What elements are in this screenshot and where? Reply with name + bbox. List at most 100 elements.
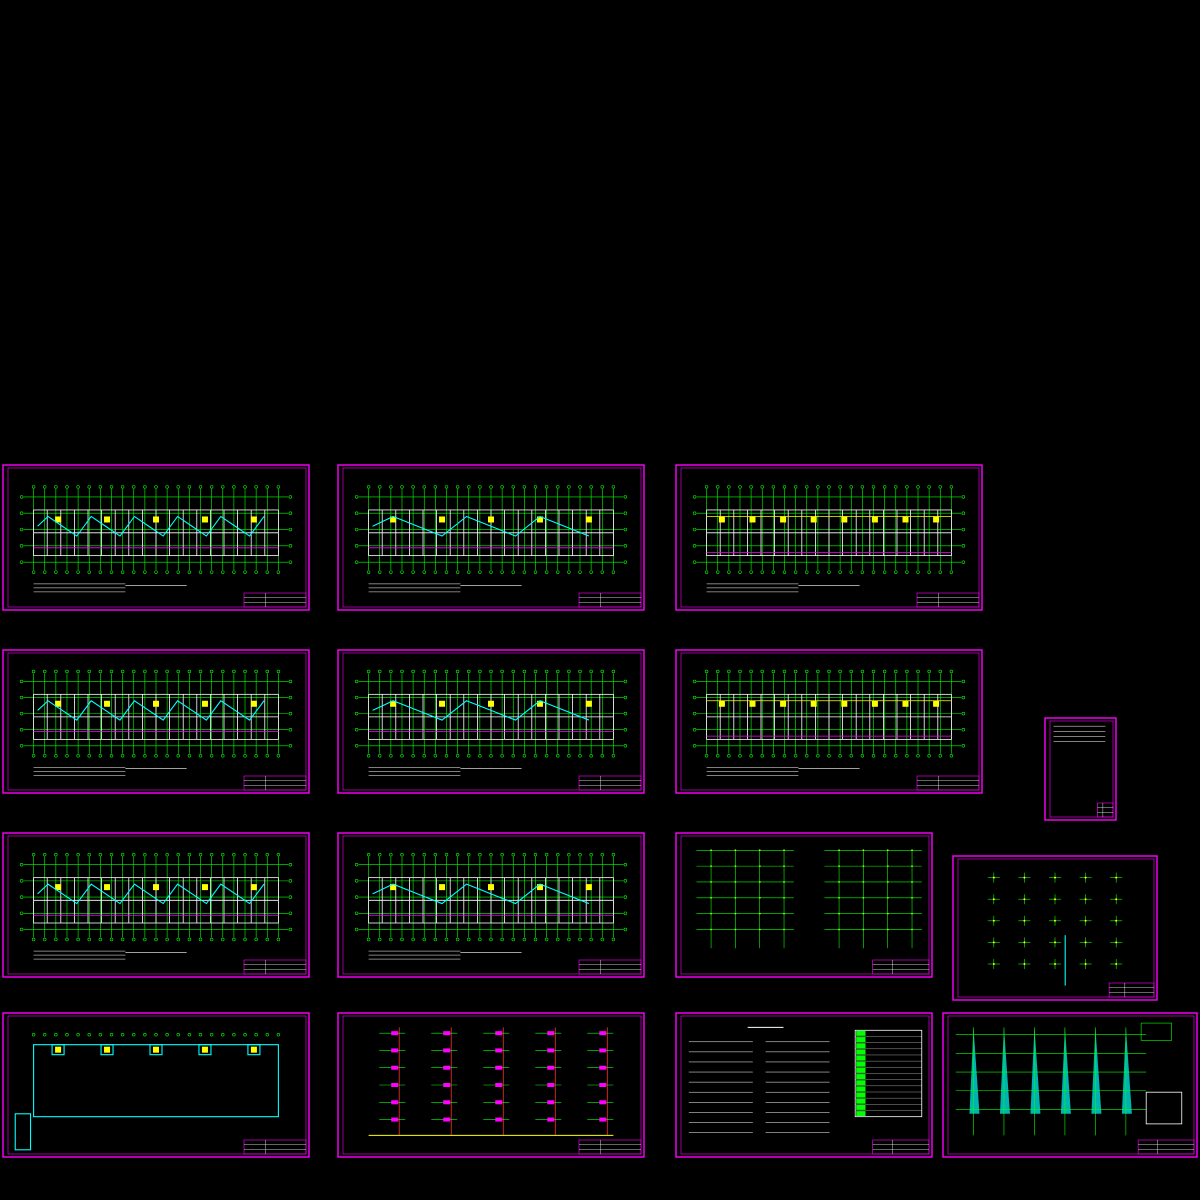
plumbing-fixture <box>749 516 756 523</box>
plumbing-fixture <box>250 884 257 891</box>
plumbing-fixture <box>841 516 848 523</box>
drawing-sheet-s10[interactable] <box>675 832 933 978</box>
pipe-run <box>37 515 265 537</box>
title-block <box>578 959 642 975</box>
pipe-run <box>37 883 265 905</box>
sheet-inner-border <box>680 652 980 791</box>
pipe-run <box>37 700 265 721</box>
plumbing-fixture <box>439 516 446 523</box>
plumbing-fixture <box>488 700 494 707</box>
sheet-inner-border <box>1049 720 1114 818</box>
sheet-border <box>675 649 983 794</box>
sheet-border <box>2 832 310 978</box>
plumbing-fixture <box>749 700 756 707</box>
sheet-border <box>337 464 645 611</box>
title-block <box>243 592 307 608</box>
title-block <box>578 592 642 608</box>
plumbing-fixture <box>104 516 111 523</box>
sheet-inner-border <box>7 835 307 975</box>
plumbing-fixture <box>153 884 159 891</box>
drawing-sheet-s4[interactable] <box>2 649 310 794</box>
title-block <box>243 959 307 975</box>
sheet-border <box>675 464 983 611</box>
title-block <box>1137 1139 1195 1155</box>
plumbing-fixture <box>871 516 878 523</box>
drawing-sheet-s12[interactable] <box>2 1012 310 1158</box>
title-block <box>1097 802 1114 818</box>
plumbing-fixture <box>810 700 817 707</box>
sheet-border <box>2 649 310 794</box>
sheet-border <box>675 832 933 978</box>
sheet-border <box>2 1012 310 1158</box>
plumbing-fixture <box>104 700 111 707</box>
pipe-run <box>372 515 590 537</box>
plumbing-fixture <box>153 516 159 523</box>
plumbing-fixture <box>439 700 446 707</box>
title-block <box>872 1139 930 1155</box>
plumbing-fixture <box>55 884 62 891</box>
sheet-border <box>2 464 310 611</box>
sheet-inner-border <box>680 835 930 975</box>
sheet-border <box>675 1012 933 1158</box>
pipe-run <box>372 700 590 721</box>
drawing-sheet-s5[interactable] <box>337 649 645 794</box>
title-block <box>243 775 307 791</box>
drawing-sheets-layer <box>2 464 1198 1158</box>
plumbing-fixture <box>390 700 397 707</box>
sheet-border <box>337 832 645 978</box>
plumbing-fixture <box>585 516 592 523</box>
sheet-inner-border <box>7 1015 307 1155</box>
plumbing-fixture <box>536 884 543 891</box>
title-block <box>578 1139 642 1155</box>
sheet-border <box>952 855 1158 1001</box>
drawing-sheet-s11[interactable] <box>952 855 1158 1001</box>
drawing-sheet-s7[interactable] <box>1044 717 1117 821</box>
sheet-inner-border <box>957 858 1155 998</box>
title-block <box>578 775 642 791</box>
plumbing-fixture <box>488 884 494 891</box>
sheet-inner-border <box>680 467 980 608</box>
plumbing-fixture <box>488 516 494 523</box>
plumbing-fixture <box>718 700 725 707</box>
sheet-inner-border <box>680 1015 930 1155</box>
drawing-sheet-s9[interactable] <box>337 832 645 978</box>
drawing-sheet-s3[interactable] <box>675 464 983 611</box>
drawing-sheet-s14[interactable] <box>675 1012 933 1158</box>
plumbing-fixture <box>390 884 397 891</box>
drawing-sheet-s13[interactable] <box>337 1012 645 1158</box>
sheet-inner-border <box>342 1015 642 1155</box>
plumbing-fixture <box>250 700 257 707</box>
sheet-inner-border <box>342 467 642 608</box>
pipe-run <box>372 883 590 905</box>
plumbing-fixture <box>201 516 208 523</box>
plumbing-fixture <box>55 516 62 523</box>
plumbing-fixture <box>902 516 909 523</box>
title-block <box>872 959 930 975</box>
plumbing-fixture <box>536 516 543 523</box>
drawing-sheet-s8[interactable] <box>2 832 310 978</box>
plumbing-fixture <box>718 516 725 523</box>
title-block <box>916 592 980 608</box>
sheet-border <box>337 649 645 794</box>
plumbing-fixture <box>536 700 543 707</box>
sheet-border <box>1044 717 1117 821</box>
drawing-sheet-s2[interactable] <box>337 464 645 611</box>
plumbing-fixture <box>104 884 111 891</box>
sheet-inner-border <box>342 652 642 791</box>
drawing-sheet-s1[interactable] <box>2 464 310 611</box>
plumbing-fixture <box>780 516 787 523</box>
plumbing-fixture <box>201 700 208 707</box>
sheet-inner-border <box>7 652 307 791</box>
sheet-inner-border <box>7 467 307 608</box>
plumbing-fixture <box>390 516 397 523</box>
plumbing-fixture <box>201 884 208 891</box>
title-block <box>243 1139 307 1155</box>
plumbing-fixture <box>841 700 848 707</box>
drawing-sheet-s15[interactable] <box>942 1012 1198 1158</box>
drawing-sheet-s6[interactable] <box>675 649 983 794</box>
plumbing-fixture <box>439 884 446 891</box>
plumbing-fixture <box>55 700 62 707</box>
plumbing-fixture <box>153 700 159 707</box>
